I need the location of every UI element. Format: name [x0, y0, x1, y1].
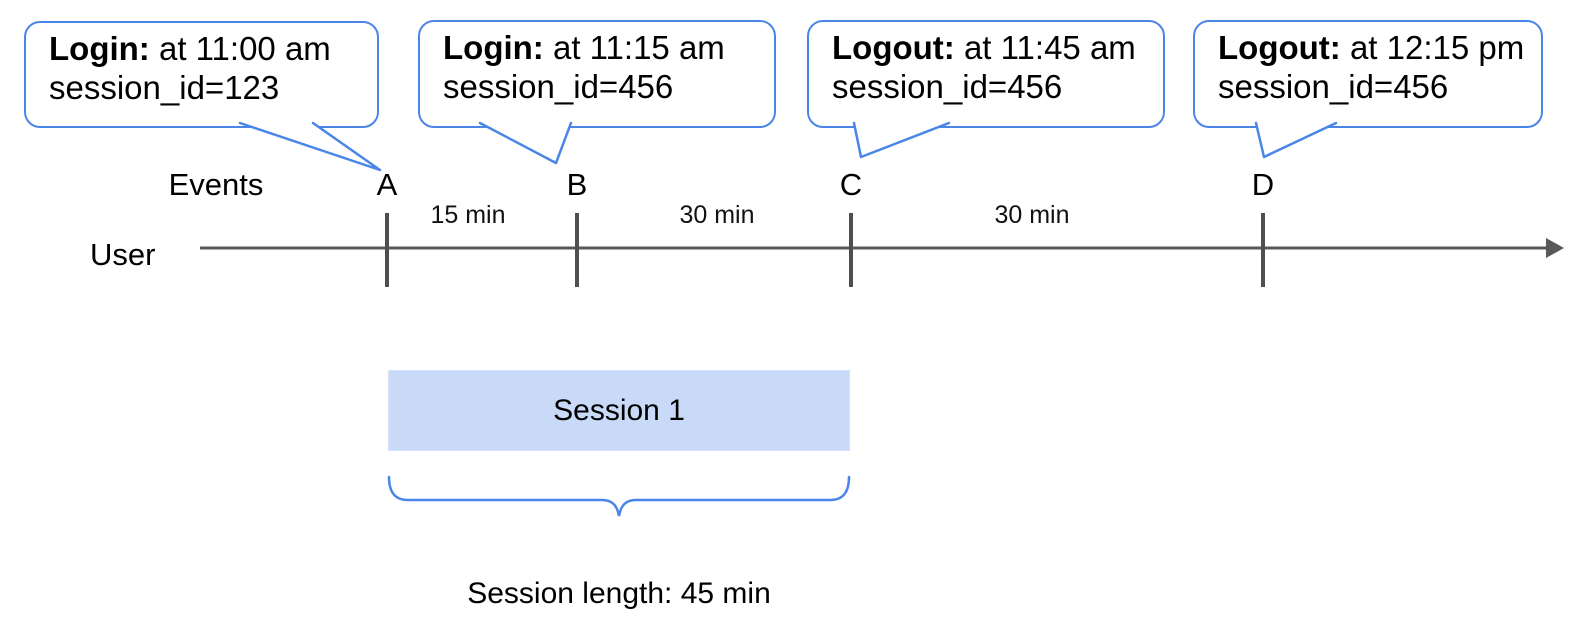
- interval-label-cd: 30 min: [994, 201, 1070, 229]
- callout-text: Logout: at 11:45 am session_id=456: [809, 22, 1163, 106]
- event-type-label: Login:: [443, 29, 544, 66]
- session-bar-label: Session 1: [553, 393, 685, 427]
- events-label: Events: [168, 167, 264, 202]
- event-type-label: Logout:: [832, 29, 955, 66]
- callout-text: Logout: at 12:15 pm session_id=456: [1195, 22, 1541, 106]
- tick-label-a: A: [376, 167, 398, 202]
- callout-line-session: session_id=456: [443, 68, 674, 105]
- callout-line-event: Logout: at 12:15 pm: [1218, 28, 1541, 67]
- event-type-label: Login:: [49, 30, 150, 67]
- callout-login-b: Login: at 11:15 am session_id=456: [418, 20, 776, 128]
- event-time-label: at 11:45 am: [954, 29, 1136, 66]
- callout-line-event: Login: at 11:00 am: [49, 29, 377, 68]
- callout-tail-a: [238, 121, 382, 172]
- event-type-label: Logout:: [1218, 29, 1341, 66]
- callout-logout-c: Logout: at 11:45 am session_id=456: [807, 20, 1165, 128]
- callout-line-event: Login: at 11:15 am: [443, 28, 774, 67]
- callout-login-a: Login: at 11:00 am session_id=123: [24, 21, 379, 128]
- callout-line-session: session_id=456: [1218, 68, 1449, 105]
- callout-line-event: Logout: at 11:45 am: [832, 28, 1163, 67]
- callout-line-session: session_id=123: [49, 69, 280, 106]
- tick-label-d: D: [1251, 167, 1275, 202]
- event-time-label: at 11:15 am: [543, 29, 725, 66]
- callout-tail-c: [852, 121, 951, 159]
- arrowhead-icon: [1546, 238, 1564, 258]
- callout-logout-d: Logout: at 12:15 pm session_id=456: [1193, 20, 1543, 128]
- tick-label-b: B: [566, 167, 588, 202]
- callout-line-session: session_id=456: [832, 68, 1063, 105]
- session-length-brace: [387, 475, 851, 517]
- interval-label-ab: 15 min: [430, 201, 506, 229]
- tick-label-c: C: [839, 167, 863, 202]
- callout-text: Login: at 11:00 am session_id=123: [26, 23, 377, 107]
- session-bar: Session 1: [388, 370, 850, 451]
- interval-label-bc: 30 min: [679, 201, 755, 229]
- event-time-label: at 11:00 am: [149, 30, 331, 67]
- user-label: User: [90, 237, 156, 272]
- callout-tail-d: [1254, 121, 1338, 159]
- session-length-caption: Session length: 45 min: [467, 577, 771, 610]
- callout-text: Login: at 11:15 am session_id=456: [420, 22, 774, 106]
- callout-tail-b: [478, 121, 573, 165]
- event-time-label: at 12:15 pm: [1340, 29, 1525, 66]
